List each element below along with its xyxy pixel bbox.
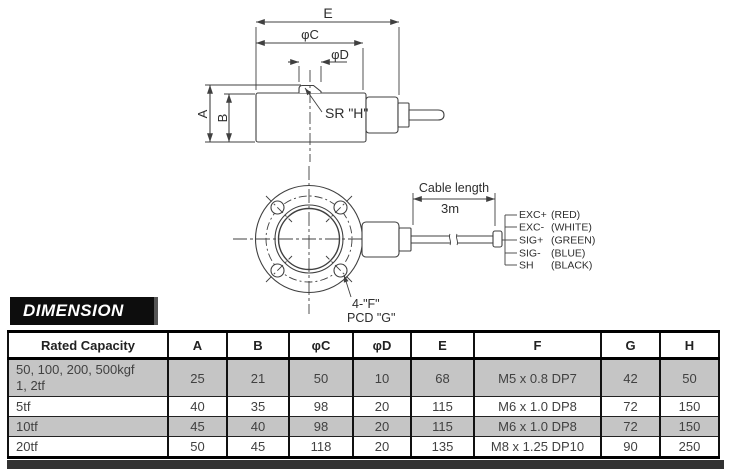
cell-capacity: 50, 100, 200, 500kgf 1, 2tf [7, 358, 169, 397]
cell-e: 135 [410, 436, 475, 459]
cell-phi-d: 20 [352, 416, 412, 437]
wire-color: (BLUE) [551, 248, 585, 260]
bottom-view [233, 166, 517, 314]
col-header-a: A [167, 330, 228, 360]
wire-color: (GREEN) [551, 235, 595, 247]
cell-phi-c: 98 [288, 416, 354, 437]
cell-phi-d: 20 [352, 396, 412, 417]
cell-g: 72 [600, 396, 661, 417]
pcd-label: PCD "G" [347, 311, 395, 325]
wire-color: (WHITE) [551, 222, 592, 234]
cell-e: 115 [410, 396, 475, 417]
col-header-b: B [226, 330, 290, 360]
section-divider-bar [7, 460, 724, 469]
section-title: DIMENSION [23, 301, 124, 320]
col-header-f: F [473, 330, 602, 360]
table-row: 10tf 45 40 98 20 115 M6 x 1.0 DP8 72 150 [7, 416, 720, 437]
side-view [205, 19, 445, 162]
capacity-line: 20tf [16, 438, 38, 454]
bottom-view-labels: Cable length 3m 4-"F" PCD "G" EXC+ (RED)… [347, 181, 595, 325]
dim-label-a: A [195, 109, 210, 118]
cell-g: 90 [600, 436, 661, 459]
cell-b: 21 [226, 358, 290, 397]
wire-name: SIG+ [519, 235, 543, 247]
dim-label-phi-c: φC [301, 27, 319, 42]
col-header-g: G [600, 330, 661, 360]
dimension-table: Rated Capacity A B φC φD E F G H 50, 100… [7, 330, 720, 459]
dim-label-e: E [323, 5, 332, 21]
cell-phi-c: 50 [288, 358, 354, 397]
sr-h-label: SR "H" [325, 105, 368, 121]
cell-phi-c: 98 [288, 396, 354, 417]
cell-capacity: 10tf [7, 416, 169, 437]
table-row: 5tf 40 35 98 20 115 M6 x 1.0 DP8 72 150 [7, 396, 720, 417]
cell-b: 45 [226, 436, 290, 459]
cell-capacity: 20tf [7, 436, 169, 459]
cell-a: 25 [167, 358, 228, 397]
cell-g: 72 [600, 416, 661, 437]
cell-h: 150 [659, 396, 720, 417]
cable-length-label: Cable length [419, 181, 489, 195]
cell-b: 35 [226, 396, 290, 417]
col-header-phi-d: φD [352, 330, 412, 360]
cell-phi-c: 118 [288, 436, 354, 459]
table-header-row: Rated Capacity A B φC φD E F G H [7, 330, 720, 360]
cable-length-value: 3m [441, 201, 459, 216]
side-view-labels: E φC φD A B SR "H" [195, 5, 368, 122]
dim-label-phi-d: φD [331, 47, 349, 62]
wire-labels: EXC+ (RED) EXC- (WHITE) SIG+ (GREEN) SIG… [519, 209, 595, 272]
capacity-line: 1, 2tf [16, 378, 45, 393]
cell-phi-d: 10 [352, 358, 412, 397]
cell-phi-d: 20 [352, 436, 412, 459]
table-row: 50, 100, 200, 500kgf 1, 2tf 25 21 50 10 … [7, 358, 720, 397]
wire-name: SIG- [519, 248, 541, 260]
technical-drawing: E φC φD A B SR "H" [195, 5, 595, 325]
cell-capacity: 5tf [7, 396, 169, 417]
cell-a: 40 [167, 396, 228, 417]
cell-f: M8 x 1.25 DP10 [473, 436, 602, 459]
holes-label: 4-"F" [352, 297, 380, 311]
wire-name: SH [519, 260, 534, 272]
section-title-banner: DIMENSION [10, 297, 158, 325]
cell-a: 45 [167, 416, 228, 437]
wire-fanout [502, 214, 517, 266]
cell-f: M5 x 0.8 DP7 [473, 358, 602, 397]
cell-e: 115 [410, 416, 475, 437]
dim-label-b: B [215, 114, 230, 123]
cell-h: 250 [659, 436, 720, 459]
cell-h: 50 [659, 358, 720, 397]
col-header-rated-capacity: Rated Capacity [7, 330, 169, 360]
cell-a: 50 [167, 436, 228, 459]
capacity-line: 5tf [16, 398, 31, 414]
cell-g: 42 [600, 358, 661, 397]
table-row: 20tf 50 45 118 20 135 M8 x 1.25 DP10 90 … [7, 436, 720, 459]
col-header-e: E [410, 330, 475, 360]
wire-name: EXC+ [519, 209, 547, 221]
wire-name: EXC- [519, 222, 545, 234]
cell-f: M6 x 1.0 DP8 [473, 396, 602, 417]
col-header-h: H [659, 330, 720, 360]
cell-b: 40 [226, 416, 290, 437]
wire-color: (BLACK) [551, 260, 592, 272]
col-header-phi-c: φC [288, 330, 354, 360]
cell-h: 150 [659, 416, 720, 437]
wire-color: (RED) [551, 209, 580, 221]
cell-e: 68 [410, 358, 475, 397]
capacity-line: 50, 100, 200, 500kgf [16, 362, 135, 377]
cell-f: M6 x 1.0 DP8 [473, 416, 602, 437]
capacity-line: 10tf [16, 418, 38, 434]
